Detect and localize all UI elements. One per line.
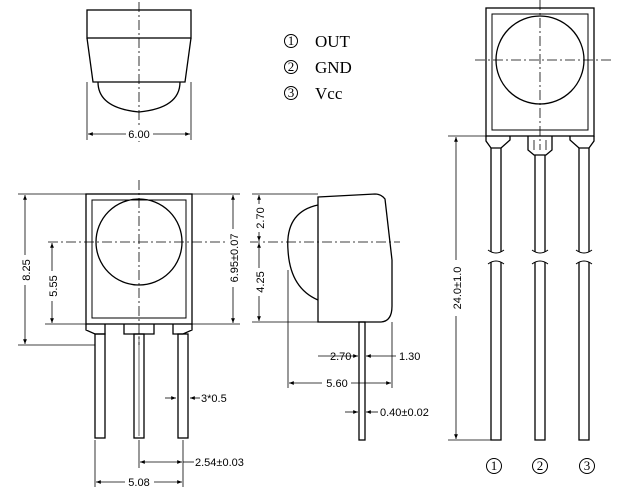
legend-label: Vcc	[315, 84, 343, 103]
side-view-step-label: 1.30	[399, 351, 420, 363]
front-view-lens	[95, 198, 183, 286]
legend-item-out: 1 OUT	[284, 32, 351, 51]
right-view-pin-numbers: 1 2 3	[486, 458, 595, 474]
side-view-lens	[287, 204, 319, 301]
pin-number: 2	[537, 458, 544, 473]
side-view-depth-label: 5.60	[326, 378, 347, 390]
legend-item-gnd: 2 GND	[284, 58, 352, 77]
pin-number-badge	[532, 458, 548, 474]
front-view-body-inner	[91, 199, 187, 319]
pin-number-badge	[579, 458, 595, 474]
right-view-pin-2-upper	[534, 155, 546, 252]
front-view-pin-1	[94, 333, 106, 439]
pin-width-label: 3*0.5	[201, 393, 227, 405]
side-view-pin	[358, 321, 366, 441]
legend-number: 1	[288, 33, 295, 48]
right-view-body	[485, 7, 595, 137]
side-view-body	[317, 193, 393, 323]
legend-number-badge	[284, 86, 298, 100]
right-view-lead-length-label: 24.0±1.0	[452, 267, 464, 310]
front-view-lens-offset-label: 6.95±0.07	[229, 234, 241, 283]
top-view-cap	[86, 9, 192, 39]
side-view-upper-label: 2.70	[255, 207, 267, 228]
top-view-lens	[97, 81, 181, 113]
legend-number-badge	[284, 34, 298, 48]
side-view-lens-depth-label: 2.70	[330, 351, 351, 363]
top-view-body	[86, 37, 192, 83]
span-label: 5.08	[128, 477, 149, 489]
right-view-pin-2-lower	[534, 262, 546, 441]
front-view-body-height-label: 5.55	[48, 275, 60, 296]
legend-number-badge	[284, 60, 298, 74]
pitch-label: 2.54±0.03	[195, 457, 244, 469]
legend-label: GND	[315, 58, 352, 77]
legend-item-vcc: 3 Vcc	[284, 84, 343, 103]
right-view-pin-3-upper	[578, 148, 590, 252]
legend-number: 2	[288, 59, 295, 74]
right-view-body-inner	[491, 13, 589, 131]
pin-number: 1	[491, 458, 498, 473]
right-view	[448, 0, 612, 441]
pin-number: 3	[584, 458, 591, 473]
side-view-pin-thickness-label: 0.40±0.02	[380, 407, 429, 419]
pin-number-badge	[486, 458, 502, 474]
right-view-pin-3-lower	[578, 262, 590, 441]
front-view	[18, 180, 240, 487]
legend-number: 3	[288, 85, 295, 100]
top-view	[86, 2, 192, 142]
right-view-lens	[495, 15, 585, 105]
top-view-width-label: 6.00	[128, 129, 149, 141]
right-view-pin-1-lower	[490, 262, 502, 441]
right-view-tabs	[485, 136, 595, 156]
front-view-pin-2	[133, 333, 145, 439]
side-view	[250, 193, 400, 441]
front-view-pin-3	[177, 333, 189, 439]
legend-label: OUT	[315, 32, 351, 51]
side-view-lower-label: 4.25	[255, 271, 267, 292]
right-view-break-marks	[487, 249, 593, 265]
pin-legend: 1 OUT 2 GND 3 Vcc	[284, 32, 352, 103]
front-view-body	[85, 193, 193, 325]
front-view-height-label: 8.25	[21, 259, 33, 280]
right-view-pin-1-upper	[490, 148, 502, 252]
